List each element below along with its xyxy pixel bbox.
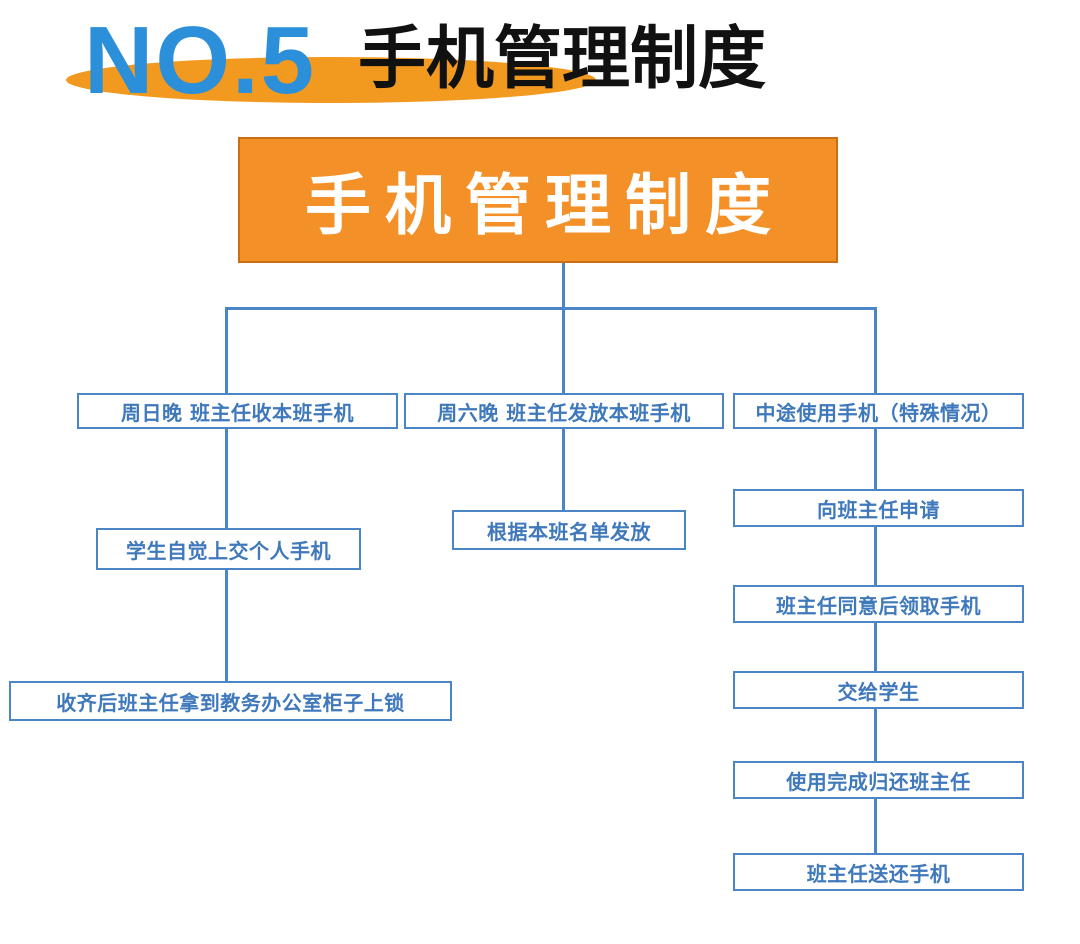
connector-b3-l5 — [874, 799, 877, 853]
connector-b1-l2 — [225, 570, 228, 681]
step-node-label: 交给学生 — [837, 679, 920, 704]
connector-b3-l3 — [874, 623, 877, 671]
connector-branch-2-drop — [562, 307, 565, 393]
root-node: 手机管理制度 — [238, 137, 838, 263]
connector-b2-l1 — [562, 429, 565, 510]
step-node-teacher-returns-phone: 班主任送还手机 — [733, 853, 1024, 891]
connector-root-down — [562, 263, 565, 309]
connector-b1-l1 — [225, 429, 228, 528]
header: NO.5 手机管理制度 — [0, 0, 1080, 120]
step-node-label: 使用完成归还班主任 — [786, 769, 971, 794]
connector-b3-l2 — [874, 527, 877, 585]
branch-node-label: 中途使用手机（特殊情况） — [755, 400, 1002, 425]
step-node-label: 学生自觉上交个人手机 — [126, 538, 331, 563]
step-node-teacher-approves: 班主任同意后领取手机 — [733, 585, 1024, 623]
connector-branch-1-drop — [225, 307, 228, 393]
header-decoration-ellipse — [66, 57, 596, 103]
step-node-distribute-by-list: 根据本班名单发放 — [452, 510, 686, 550]
connector-branch-3-drop — [874, 307, 877, 393]
connector-horizontal-bar — [225, 307, 877, 310]
connector-b3-l4 — [874, 709, 877, 761]
root-node-label: 手机管理制度 — [305, 167, 785, 244]
step-node-lock-in-cabinet: 收齐后班主任拿到教务办公室柜子上锁 — [9, 681, 452, 721]
branch-node-saturday-distribute: 周六晚 班主任发放本班手机 — [404, 393, 724, 429]
branch-node-label: 周六晚 班主任发放本班手机 — [437, 400, 691, 425]
step-node-apply-to-teacher: 向班主任申请 — [733, 489, 1024, 527]
step-node-give-to-student: 交给学生 — [733, 671, 1024, 709]
step-node-label: 根据本班名单发放 — [487, 519, 651, 544]
branch-node-label: 周日晚 班主任收本班手机 — [121, 400, 354, 425]
step-node-label: 班主任送还手机 — [806, 861, 951, 886]
branch-node-special-use: 中途使用手机（特殊情况） — [733, 393, 1024, 429]
step-node-label: 向班主任申请 — [817, 497, 940, 522]
step-node-students-submit: 学生自觉上交个人手机 — [96, 528, 361, 570]
branch-node-sunday-collect: 周日晚 班主任收本班手机 — [77, 393, 398, 429]
step-node-label: 班主任同意后领取手机 — [776, 593, 981, 618]
step-node-label: 收齐后班主任拿到教务办公室柜子上锁 — [56, 690, 405, 715]
section-title: 手机管理制度 — [358, 20, 767, 99]
section-number: NO.5 — [84, 7, 317, 114]
connector-b3-l1 — [874, 429, 877, 489]
step-node-return-after-use: 使用完成归还班主任 — [733, 761, 1024, 799]
